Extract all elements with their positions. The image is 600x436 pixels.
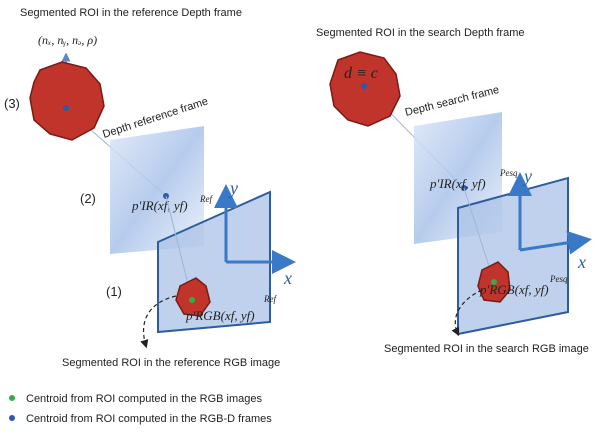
right-d-label: d ≡ c [344, 65, 378, 82]
left-depth-centroid [63, 105, 69, 111]
right-rgb-caption: Segmented ROI in the search RGB image [384, 343, 589, 355]
right-prgb-sup: Pesq [549, 274, 568, 284]
right-x-axis [519, 230, 592, 255]
left-pir-label: p′IR(xf, yf) [131, 198, 188, 213]
left-prgb-sup: Ref [263, 294, 277, 304]
right-depth-frame-label: Depth search frame [404, 84, 501, 119]
legend-green-label: Centroid from ROI computed in the RGB im… [26, 393, 262, 405]
left-depth-roi [29, 61, 105, 141]
right-depth-roi [329, 51, 401, 127]
legend-green-dot [9, 395, 15, 401]
right-rgb-centroid [491, 279, 497, 285]
right-roi-depth-title: Segmented ROI in the search Depth frame [316, 27, 525, 39]
legend-blue-dot [9, 415, 15, 421]
left-rgb-roi [175, 277, 211, 317]
left-pir-sup: Ref [199, 194, 213, 204]
right-dashed-arrow [451, 289, 483, 337]
left-rgb-centroid [189, 297, 195, 303]
right-pir-sup: Pesq [499, 168, 518, 178]
right-depth-centroid [361, 83, 367, 89]
left-prgb-label: p′RGB(xf, yf) [185, 308, 255, 323]
right-y-axis-label: y [522, 166, 532, 186]
left-normal-label: (nₓ, nᵧ, nₔ, ρ) [38, 33, 97, 47]
left-y-axis-label: y [228, 178, 238, 198]
left-step2-label: (2) [80, 191, 96, 206]
right-prgb-label: p′RGB(xf, yf) [479, 282, 549, 297]
right-x-axis-label: x [577, 252, 586, 272]
left-depth-reference-frame [110, 126, 204, 254]
right-pir-label: p′IR(xf, yf) [429, 176, 486, 191]
left-x-axis-label: x [283, 268, 292, 288]
left-roi-depth-title: Segmented ROI in the reference Depth fra… [20, 7, 242, 19]
left-dashed-arrow [140, 295, 177, 349]
left-step3-label: (3) [4, 96, 20, 111]
legend-blue-label: Centroid from ROI computed in the RGB-D … [26, 413, 272, 425]
left-rgb-caption: Segmented ROI in the reference RGB image [62, 357, 280, 369]
left-step1-label: (1) [106, 284, 122, 299]
